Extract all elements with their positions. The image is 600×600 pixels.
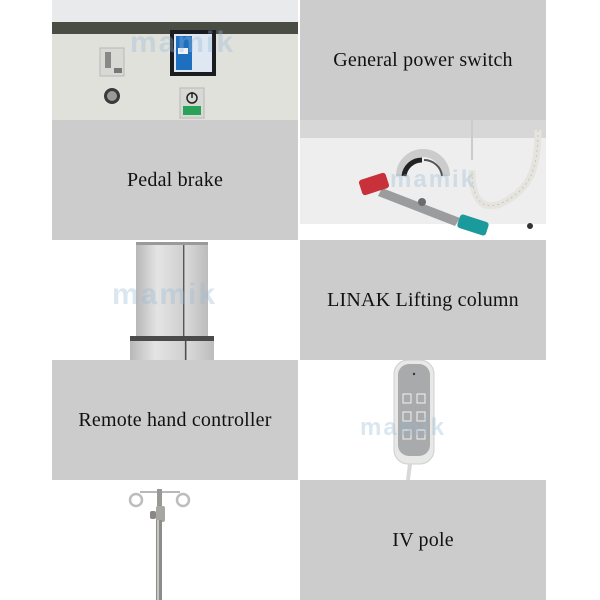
label-text: Remote hand controller [78, 408, 272, 431]
label-iv-pole: IV pole [300, 480, 546, 600]
hand-controller-illustration [393, 360, 435, 480]
pedal-brake-illustration [300, 120, 546, 240]
label-text: IV pole [392, 528, 454, 551]
hand-controller-photo: mamik [300, 360, 546, 480]
label-remote-hand-controller: Remote hand controller [52, 360, 298, 480]
lifting-column-photo: mamik [52, 240, 298, 360]
label-general-power-switch: General power switch [300, 0, 546, 120]
watermark-logo: mamik [130, 26, 236, 59]
watermark-logo: mamik [360, 414, 447, 441]
iv-pole-photo [52, 480, 298, 600]
power-switch-photo: mamik [52, 0, 298, 120]
watermark-logo: mamik [112, 278, 218, 311]
label-pedal-brake: Pedal brake [52, 120, 298, 240]
power-switch-panel-illustration [52, 0, 298, 120]
label-text: General power switch [333, 48, 513, 71]
label-text: Pedal brake [126, 168, 224, 191]
watermark-logo: mamik [390, 166, 477, 193]
label-text: LINAK Lifting column [327, 288, 519, 311]
iv-pole-illustration [128, 489, 191, 600]
label-linak-lifting-column: LINAK Lifting column [300, 240, 546, 360]
lifting-column-illustration [130, 242, 214, 360]
pedal-brake-photo: mamik [300, 120, 546, 240]
